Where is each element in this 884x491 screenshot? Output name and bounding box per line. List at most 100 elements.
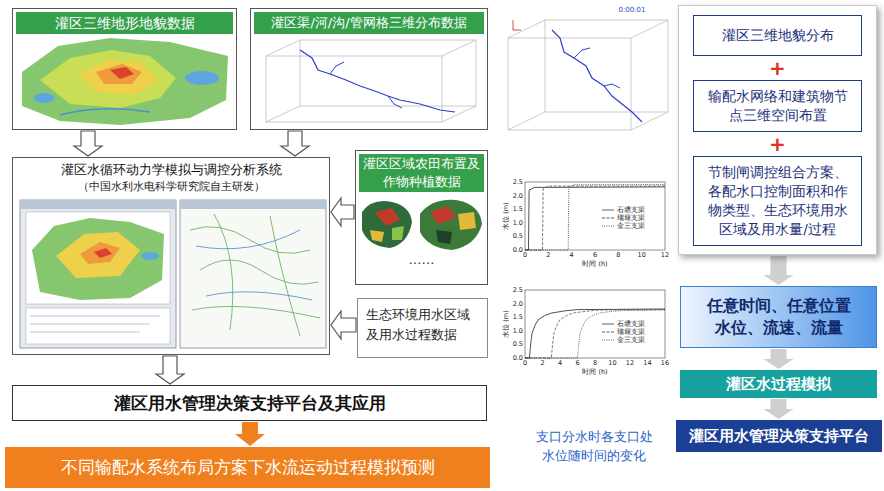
axis-title: 水位 (m) (502, 196, 510, 236)
tick-label: 8 (585, 359, 605, 367)
box-text: 输配水网络和建筑物节点三维空间布置 (702, 87, 853, 125)
platform-box: 灌区用水管理决策支持平台 (676, 420, 882, 452)
terrain-map (78, 60, 158, 94)
water-level-chart (525, 310, 665, 359)
legend-line (602, 226, 614, 227)
terrain-map (22, 38, 228, 125)
crop-map (436, 230, 452, 244)
hollow-arrow (156, 356, 184, 384)
network-3d-plot (552, 30, 642, 122)
tick-label: 2 (538, 251, 558, 259)
header-bar: 灌区区域农田布置及作物种植数据 (359, 154, 484, 192)
legend-line (601, 223, 615, 229)
tick-label: 0.0 (503, 354, 523, 362)
network-3d-plot (574, 48, 590, 58)
legend-line (601, 337, 615, 343)
tick-label: 2.0 (503, 192, 523, 200)
network-3d-plot (508, 20, 545, 38)
box-text: 任意时间、任意位置 水位、流速、流量 (704, 295, 853, 339)
legend-row: 石塘支渠 (601, 320, 645, 328)
software-screenshot (20, 200, 176, 209)
input-box: 输配水网络和建筑物节点三维空间布置 (693, 80, 862, 132)
water-level-chart (525, 186, 665, 250)
software-screenshot (196, 230, 300, 249)
crop-map (392, 226, 404, 240)
network-3d-plot (513, 30, 521, 31)
legend-text: 瑞堰支渠 (617, 214, 645, 222)
tick-label: 0.0 (503, 246, 523, 254)
tick-label: 14 (638, 359, 658, 367)
timestamp: 0:00:01 (612, 6, 652, 15)
terrain-map (96, 64, 142, 84)
water-level-chart (525, 290, 665, 358)
software-screenshot (214, 214, 233, 330)
plus-sign: + (693, 132, 862, 156)
software-screenshot (26, 308, 170, 344)
network-3d-plot (300, 50, 455, 112)
network-3d-plot (513, 20, 514, 30)
legend-row: 金三支渠 (601, 222, 645, 230)
tick-label: 0 (515, 251, 535, 259)
box-text: 灌区水过程模拟 (726, 375, 831, 394)
software-screenshot (206, 292, 312, 300)
terrain-map (60, 109, 150, 115)
system-title: 灌区水循环动力学模拟与调控分析系统 (13, 161, 329, 179)
software-screenshot (80, 242, 120, 264)
tick-label: 0.5 (503, 340, 523, 348)
legend-line (601, 321, 615, 327)
water-level-chart (525, 309, 665, 358)
network-3d-plot (604, 84, 620, 88)
block-arrow (764, 256, 794, 285)
tick-label: 2.5 (503, 286, 523, 294)
terrain-map (110, 67, 134, 79)
water-level-chart (525, 182, 665, 250)
network-3d-plot (631, 20, 668, 38)
input-group-box: ++灌区三维地貌分布输配水网络和建筑物节点三维空间布置节制闸调控组合方案、各配水… (678, 5, 877, 255)
tick-label: 12 (655, 251, 675, 259)
software-screenshot (30, 332, 140, 333)
software-screenshot (270, 216, 300, 336)
tick-label: 10 (632, 251, 652, 259)
tick-label: 8 (608, 251, 628, 259)
legend-line (602, 210, 614, 211)
legend-text: 石塘支渠 (617, 206, 645, 214)
software-screenshot (20, 200, 176, 348)
crop-map (362, 201, 412, 248)
tick-label: 0 (515, 359, 535, 367)
tick-label: 6 (585, 251, 605, 259)
legend-line (601, 329, 615, 335)
legend-row: 瑞堰支渠 (601, 328, 645, 336)
crop-map (420, 200, 482, 250)
network-3d-plot (442, 106, 476, 122)
data-source-box: 灌区三维地形地貌数据 (12, 8, 237, 130)
network-3d-plot (545, 20, 668, 112)
caption-text: 支口分水时各支口处水位随时间的变化 (530, 427, 658, 465)
software-screenshot (30, 324, 150, 325)
network-3d-plot (508, 112, 545, 130)
network-3d-plot (330, 62, 344, 74)
network-3d-plot (513, 20, 521, 30)
ellipsis-text: …… (356, 252, 487, 268)
legend-text: 金三支渠 (617, 336, 645, 344)
hollow-arrow (331, 198, 354, 226)
box-text: 节制闸调控组合方案、各配水口控制面积和作物类型、生态环境用水区域及用水量/过程 (702, 163, 853, 239)
crop-map (370, 230, 384, 242)
software-screenshot (56, 232, 140, 278)
terrain-map (40, 50, 176, 108)
legend-line (601, 215, 615, 221)
network-3d-plot (266, 106, 300, 122)
software-screenshot (196, 230, 312, 300)
legend-text: 石塘支渠 (617, 320, 645, 328)
software-screenshot (190, 227, 310, 254)
tick-label: 10 (603, 359, 623, 367)
tick-label: 4 (550, 359, 570, 367)
block-arrow (764, 349, 794, 369)
process-box: 灌区水过程模拟 (680, 370, 877, 398)
terrain-map (22, 38, 228, 125)
network-3d-plot (631, 112, 668, 130)
tick-label: 2.5 (503, 178, 523, 186)
block-arrow (764, 399, 794, 419)
water-level-chart (525, 290, 665, 358)
